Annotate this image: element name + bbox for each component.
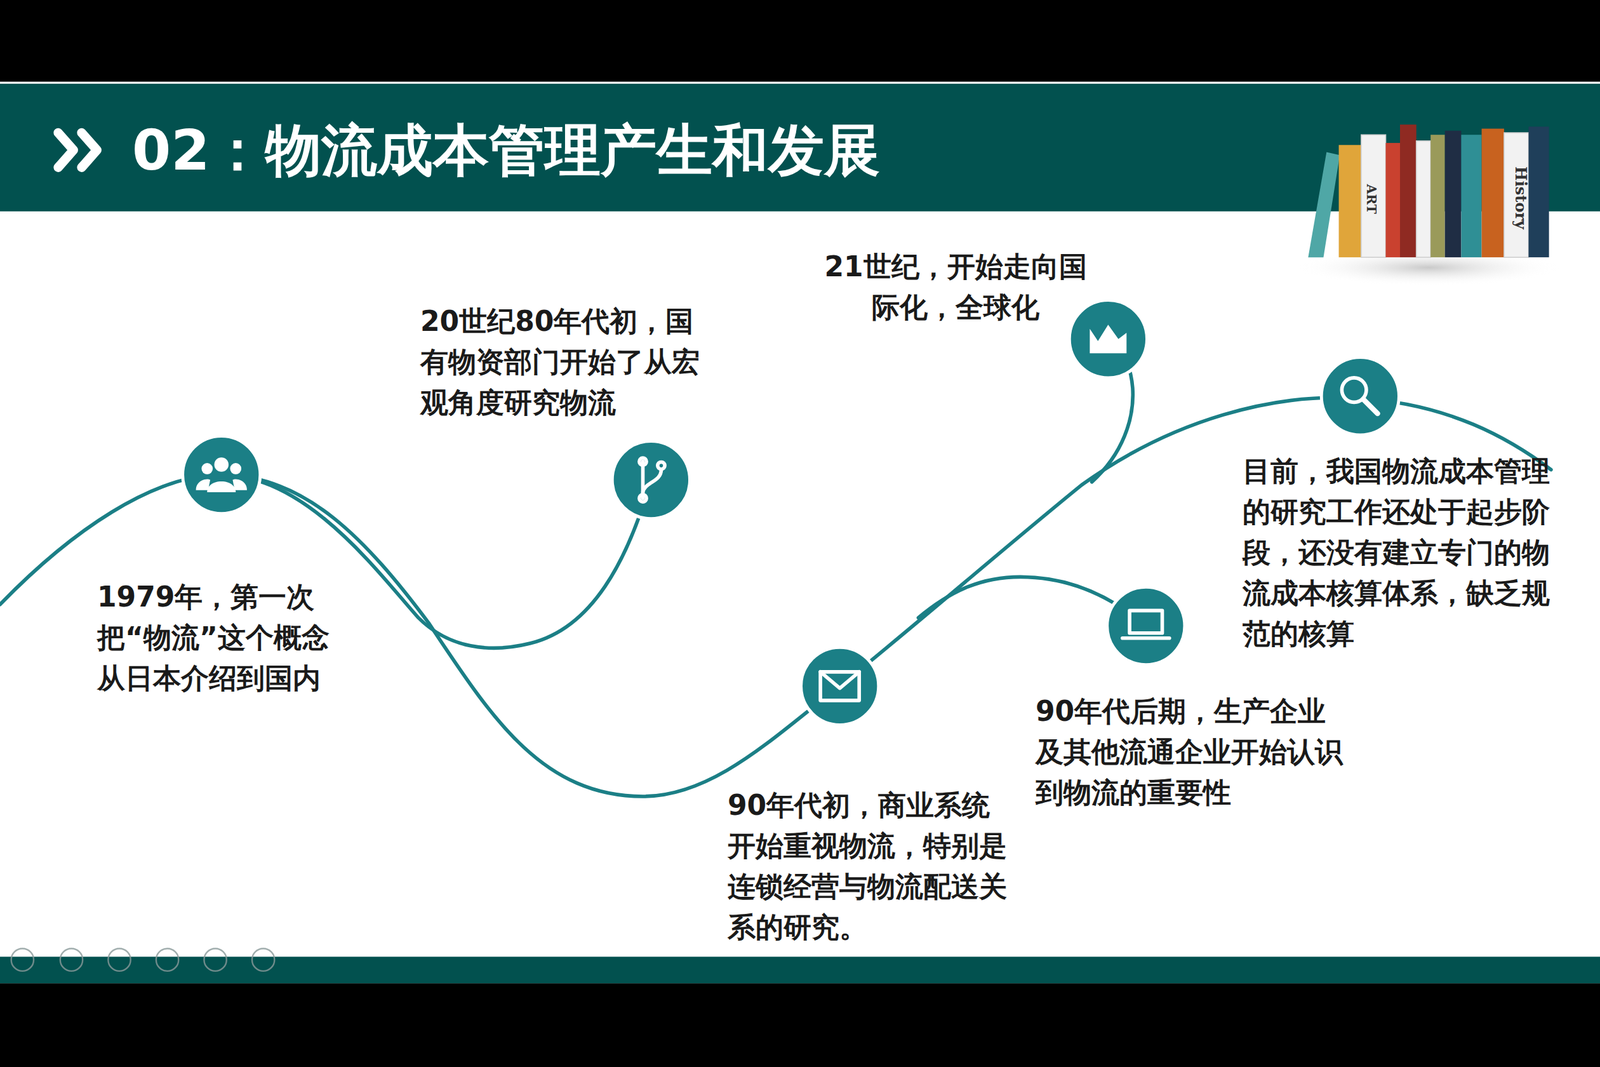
slide-title: 02：物流成本管理产生和发展 bbox=[132, 115, 880, 186]
timeline-note: 20世纪80年代初，国有物资部门开始了从宏观角度研究物流 bbox=[420, 300, 713, 423]
timeline-note: 90年代初，商业系统开始重视物流，特别是连锁经营与物流配送关系的研究。 bbox=[727, 784, 1018, 948]
timeline-note: 90年代后期，生产企业及其他流通企业开始认识到物流的重要性 bbox=[1035, 690, 1354, 813]
book-spine-text: History bbox=[1511, 166, 1531, 230]
timeline-note: 21世纪，开始走向国际化，全球化 bbox=[815, 246, 1096, 328]
timeline-note: 1979年，第一次把“物流”这个概念从日本介绍到国内 bbox=[97, 576, 341, 699]
timeline-note: 目前，我国物流成本管理的研究工作还处于起步阶段，还没有建立专门的物流成本核算体系… bbox=[1242, 450, 1564, 654]
book-spine-text: ART bbox=[1363, 184, 1380, 214]
